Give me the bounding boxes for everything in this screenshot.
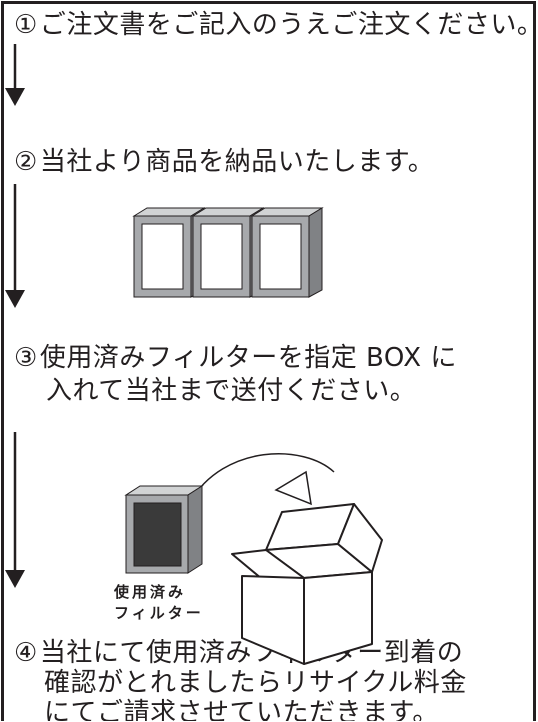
arrow-2-to-3 (5, 184, 25, 308)
step-1-text: ①ご注文書をご記入のうえご注文ください。 (14, 9, 536, 42)
new-filters-illustration (132, 207, 324, 298)
step-4-line-2: 確認がとれましたらリサイクル料金 (44, 668, 467, 698)
step-3-number: ③ (14, 343, 38, 373)
open-box-icon (231, 503, 383, 665)
used-filter-caption-line-2: フィルター (114, 604, 204, 622)
used-filter-caption: 使用済み フィルター (114, 582, 204, 624)
step-4-line-3: にてご請求させていただきます。 (44, 698, 439, 721)
step-4-line-1: 当社にて使用済みフィルター到着の (39, 638, 464, 668)
flow-arrows (5, 44, 25, 588)
used-filter-to-box-illustration (124, 453, 383, 665)
new-filter-icon (250, 207, 324, 298)
step-3-text: ③使用済みフィルターを指定 BOX に 入れて当社まで送付ください。 (14, 342, 457, 408)
step-2-text: ②当社より商品を納品いたします。 (14, 146, 434, 179)
step-2-number: ② (14, 147, 38, 177)
curved-arrow-icon (189, 453, 335, 506)
step-4-text: ④当社にて使用済みフィルター到着の 確認がとれましたらリサイクル料金 にてご請求… (14, 638, 467, 721)
step-3-line-1: 使用済みフィルターを指定 BOX に (39, 343, 457, 373)
arrow-3-to-4 (5, 432, 25, 588)
step-1-number: ① (14, 10, 38, 40)
used-filter-caption-line-1: 使用済み (114, 583, 187, 601)
used-filter-icon (124, 485, 204, 574)
step-1-line-1: ご注文書をご記入のうえご注文ください。 (39, 10, 536, 40)
arrow-1-to-2 (5, 44, 25, 106)
step-4-number: ④ (14, 638, 38, 668)
step-2-line-1: 当社より商品を納品いたします。 (39, 147, 435, 177)
step-3-line-2: 入れて当社まで送付ください。 (46, 376, 417, 406)
